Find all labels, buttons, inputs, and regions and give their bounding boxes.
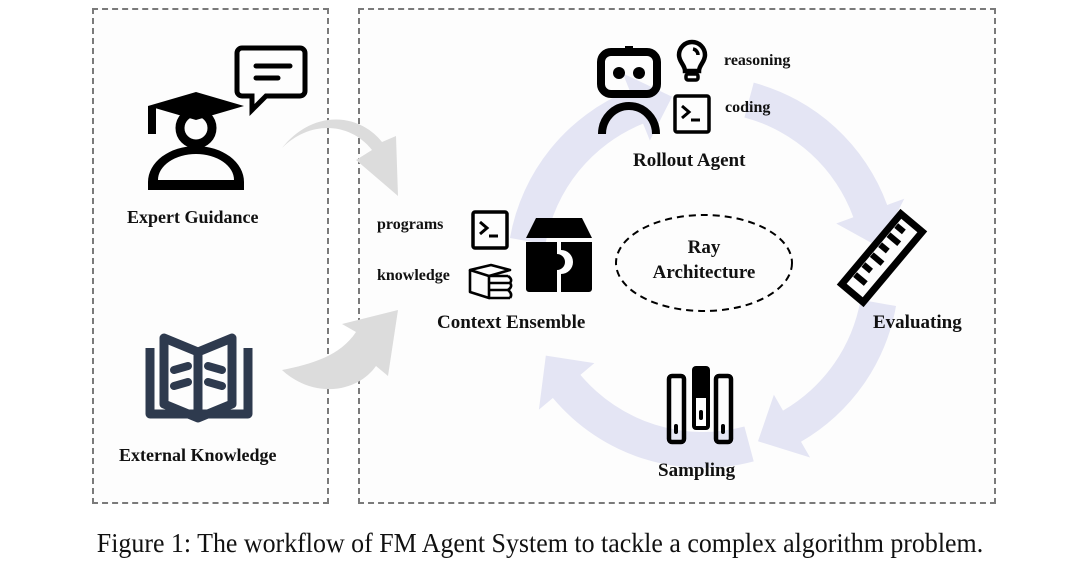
- sample-tubes-icon: [666, 366, 734, 445]
- book-stack-icon: [468, 263, 513, 300]
- ruler-icon: [836, 208, 928, 308]
- lightbulb-icon: [676, 39, 708, 82]
- input-arrow-knowledge: [282, 310, 398, 390]
- box-puzzle-icon: [526, 218, 592, 292]
- external-knowledge-label: External Knowledge: [119, 445, 277, 465]
- programs-label: programs: [377, 216, 444, 233]
- knowledge-label: knowledge: [377, 267, 450, 284]
- open-book-icon: [145, 333, 253, 423]
- sampling-label: Sampling: [658, 460, 736, 481]
- cycle-arrow-sampling-to-context: [538, 355, 754, 469]
- evaluating-label: Evaluating: [873, 312, 962, 333]
- cycle-arrow-rollout-to-evaluating: [744, 82, 905, 248]
- left-panel: [92, 8, 329, 504]
- figure-caption: Figure 1: The workflow of FM Agent Syste…: [96, 528, 984, 558]
- input-arrow-expert: [282, 119, 398, 196]
- ray-architecture-label: Ray Architecture: [612, 235, 796, 285]
- cycle-arrow-context-to-rollout: [509, 73, 673, 245]
- cycle-arrow-evaluating-to-sampling: [758, 299, 897, 458]
- graduate-with-speech-bubble-icon: [148, 45, 308, 190]
- ray-label-line2: Architecture: [652, 262, 756, 283]
- reasoning-label: reasoning: [724, 52, 791, 69]
- cycle-arrows: [509, 73, 905, 469]
- terminal-icon: [673, 94, 711, 134]
- ray-architecture-ellipse: [615, 214, 793, 312]
- coding-label: coding: [725, 99, 771, 116]
- terminal-icon: [471, 210, 509, 250]
- expert-guidance-label: Expert Guidance: [127, 207, 259, 227]
- robot-icon: [597, 46, 661, 135]
- rollout-agent-label: Rollout Agent: [633, 150, 746, 171]
- right-panel: [358, 8, 996, 504]
- ray-label-line1: Ray: [687, 237, 721, 258]
- context-ensemble-label: Context Ensemble: [437, 312, 586, 333]
